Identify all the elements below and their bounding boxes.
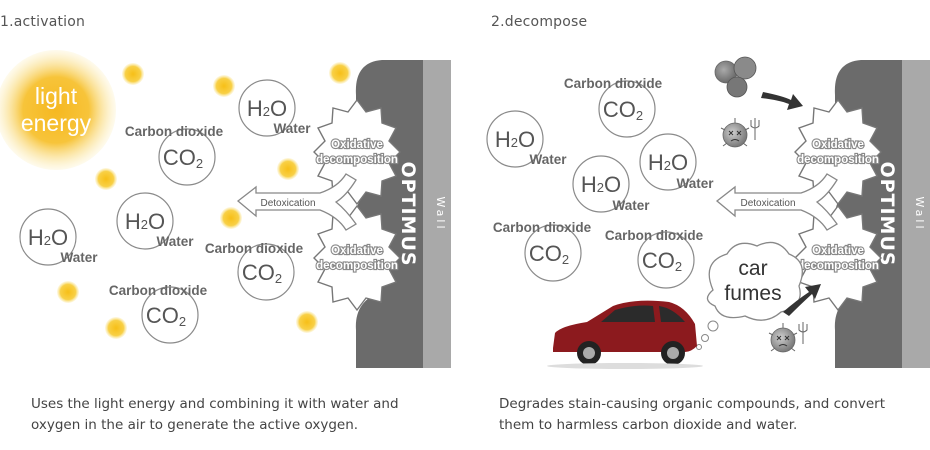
light-dot	[220, 207, 242, 229]
light-dot	[296, 311, 318, 333]
water-label: Water	[612, 198, 650, 213]
dirt-particle	[733, 56, 757, 80]
oxidative-label-1: Oxidative	[331, 245, 383, 257]
svg-text:CO2: CO2	[603, 97, 643, 123]
co2-molecule: CO2 Carbon dioxide	[125, 124, 224, 186]
co2-molecule: CO2 Carbon dioxide	[605, 228, 704, 289]
light-dot	[213, 75, 235, 97]
oxidative-burst-top: Oxidative decomposition	[794, 98, 882, 206]
detoxication-label: Detoxication	[740, 198, 795, 209]
optimus-label: OPTIMUS	[397, 161, 419, 266]
oxidative-label-2: decomposition	[316, 154, 398, 166]
wall-label: Wall	[913, 196, 926, 231]
detoxication-label: Detoxication	[260, 198, 315, 209]
germ-icon	[720, 118, 760, 148]
h2o-molecule: H2O Water	[238, 79, 311, 137]
light-dot	[329, 62, 351, 84]
oxidative-burst-bottom: Oxidative decomposition	[794, 204, 882, 312]
water-label: Water	[529, 152, 567, 167]
caption-line: Uses the light energy and combining it w…	[31, 396, 399, 412]
co2-molecule: CO2 Carbon dioxide	[564, 76, 663, 138]
panel-title: 2.decompose	[491, 14, 588, 30]
carbon-dioxide-label: Carbon dioxide	[493, 220, 592, 235]
light-dots	[57, 62, 351, 339]
water-label: Water	[676, 176, 714, 191]
red-car-icon	[547, 300, 703, 369]
light-energy-sun: light energy	[0, 50, 116, 170]
svg-text:CO2: CO2	[146, 303, 186, 329]
svg-text:CO2: CO2	[163, 145, 203, 171]
carbon-dioxide-label: Carbon dioxide	[605, 228, 704, 243]
carbon-dioxide-label: Carbon dioxide	[125, 124, 224, 139]
wall-structure: Wall OPTIMUS	[834, 60, 930, 368]
caption-line: them to harmless carbon dioxide and wate…	[499, 417, 798, 433]
detoxication-arrow: Detoxication	[236, 173, 357, 231]
decompose-diagram: Wall OPTIMUS Oxidative decomposition Oxi…	[486, 56, 930, 369]
light-dot	[105, 317, 127, 339]
dirt-particle	[726, 76, 748, 98]
detoxication-arrow: Detoxication	[715, 173, 838, 231]
carbon-dioxide-label: Carbon dioxide	[109, 283, 208, 298]
water-label: Water	[156, 234, 194, 249]
oxidative-label-1: Oxidative	[812, 245, 864, 257]
h2o-molecule: H2O Water	[116, 192, 194, 250]
carbon-dioxide-label: Carbon dioxide	[205, 241, 304, 256]
oxidative-burst-bottom: Oxidative decomposition	[313, 204, 401, 312]
optimus-label: OPTIMUS	[876, 161, 898, 266]
germ-icon	[768, 322, 808, 353]
water-label: Water	[60, 250, 98, 265]
h2o-molecule: H2O Water	[486, 110, 567, 168]
svg-text:H2O: H2O	[495, 127, 535, 152]
caption-line: Degrades stain-causing organic compounds…	[499, 396, 885, 412]
svg-text:H2O: H2O	[581, 172, 621, 197]
panel-decompose: 2.decompose Wall OPTIMUS Oxidative decom…	[465, 0, 930, 450]
co2-molecule: CO2 Carbon dioxide	[493, 220, 592, 282]
svg-text:H2O: H2O	[28, 225, 68, 250]
water-label: Water	[273, 121, 311, 136]
wall-label: Wall	[434, 196, 447, 231]
dirt-arrow	[761, 92, 803, 110]
svg-text:H2O: H2O	[648, 150, 688, 175]
caption-line: oxygen in the air to generate the active…	[31, 417, 359, 433]
co2-molecule: CO2 Carbon dioxide	[205, 241, 304, 301]
svg-text:CO2: CO2	[642, 248, 682, 274]
oxidative-label-2: decomposition	[316, 260, 398, 272]
light-text-2: energy	[21, 110, 92, 136]
h2o-molecule: H2O Water	[639, 133, 714, 191]
activation-diagram: light energy Wall OPTIMUS Oxidative de	[0, 50, 451, 368]
oxidative-label-2: decomposition	[797, 260, 879, 272]
svg-text:CO2: CO2	[242, 260, 282, 286]
car-fumes-cloud: car fumes	[696, 241, 803, 350]
svg-text:H2O: H2O	[125, 209, 165, 234]
light-dot	[122, 63, 144, 85]
h2o-molecule: H2O Water	[572, 155, 650, 213]
co2-molecule: CO2 Carbon dioxide	[109, 283, 208, 344]
oxidative-burst-top: Oxidative decomposition	[313, 98, 401, 206]
dirt-particles	[714, 56, 757, 98]
caption: Uses the light energy and combining it w…	[31, 394, 399, 436]
panel-activation: 1.activation light energy	[0, 14, 451, 436]
light-text-1: light	[35, 83, 78, 109]
h2o-molecule: H2O Water	[19, 208, 98, 266]
light-dot	[277, 158, 299, 180]
oxidative-label-1: Oxidative	[812, 139, 864, 151]
light-dot	[57, 281, 79, 303]
fumes-label-2: fumes	[724, 282, 781, 305]
svg-text:H2O: H2O	[247, 96, 287, 121]
panel-title: 1.activation	[0, 14, 86, 30]
light-dot	[95, 168, 117, 190]
oxidative-label-2: decomposition	[797, 154, 879, 166]
caption: Degrades stain-causing organic compounds…	[499, 394, 885, 436]
fumes-arrow	[783, 284, 821, 316]
oxidative-label-1: Oxidative	[331, 139, 383, 151]
carbon-dioxide-label: Carbon dioxide	[564, 76, 663, 91]
svg-text:CO2: CO2	[529, 241, 569, 267]
fumes-label-1: car	[738, 257, 767, 280]
wall-structure: Wall OPTIMUS	[355, 60, 451, 368]
